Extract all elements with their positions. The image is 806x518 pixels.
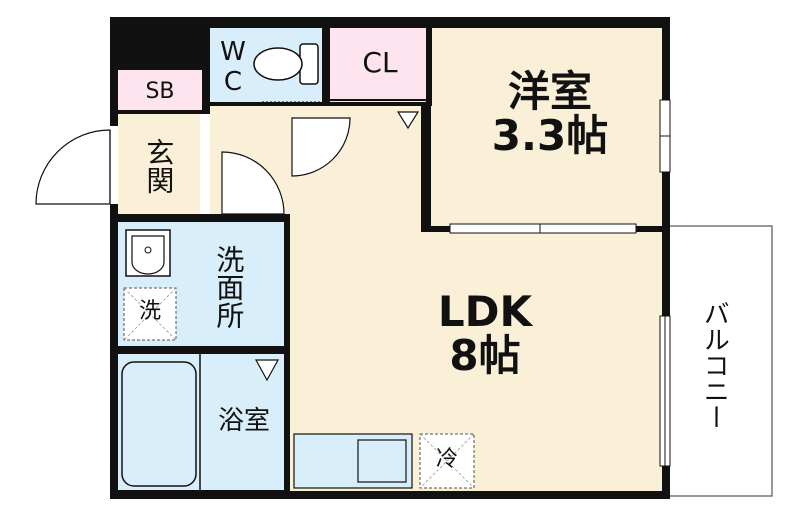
western-room-size: 3.3帖: [491, 111, 609, 161]
entrance-label: 玄関: [142, 138, 176, 194]
washroom-label: 洗面所: [212, 245, 246, 329]
closet-label: CL: [362, 46, 398, 79]
western-room-floor: [432, 28, 662, 226]
closet-floor: [330, 28, 426, 102]
wc-label: WC: [218, 37, 248, 97]
bathroom-label: 浴室: [217, 406, 270, 436]
balcony-label: バルコニー: [699, 300, 730, 430]
shoebox-label: SB: [145, 79, 175, 104]
laundry-label: 洗: [138, 299, 161, 324]
bathroom-door-mark: [254, 359, 280, 382]
ldk-label: LDK 8帖: [400, 287, 570, 381]
fridge-label: 冷: [435, 447, 458, 472]
western-room-name: 洋室: [507, 67, 592, 116]
balcony-area: [667, 225, 773, 497]
entrance-floor: [118, 114, 202, 214]
kitchen-sink: [357, 439, 407, 483]
bathtub: [121, 361, 197, 487]
front-door-swing: [35, 129, 111, 205]
closet-door-mark: [396, 111, 420, 130]
shoebox-floor: [118, 70, 202, 110]
ldk-door-swing: [291, 117, 351, 177]
western-room-sliding-door: [449, 223, 637, 234]
ldk-size: 8帖: [449, 331, 521, 381]
western-room-label: 洋室 3.3帖: [470, 67, 630, 161]
ldk-name: LDK: [437, 287, 533, 336]
toilet-bowl: [253, 47, 303, 81]
wc-door-swing: [221, 151, 285, 215]
